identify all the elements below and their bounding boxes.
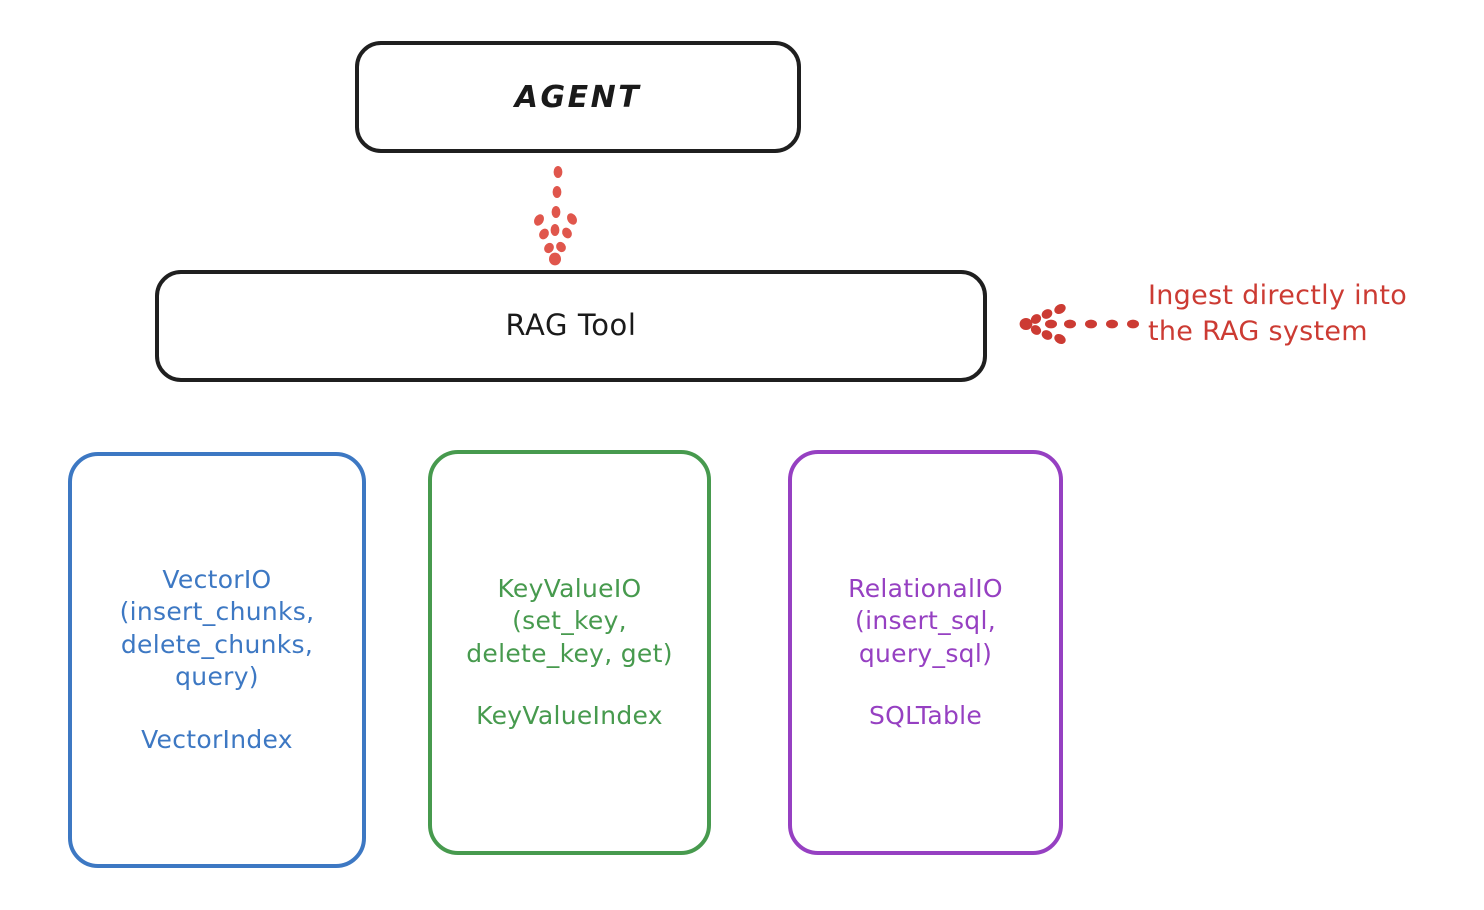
connector-ingest-to-rag-tool [1019, 304, 1139, 344]
key-value-io-api-label: KeyValueIO (set_key, delete_key, get) [466, 573, 673, 668]
key-value-io-node[interactable]: KeyValueIO (set_key, delete_key, get) Ke… [428, 450, 711, 855]
key-value-io-index-label: KeyValueIndex [476, 701, 663, 730]
relational-io-api-label: RelationalIO (insert_sql, query_sql) [848, 573, 1003, 668]
agent-node[interactable]: AGENT [355, 41, 801, 153]
agent-node-label: AGENT [514, 79, 642, 115]
ingest-annotation-text: Ingest directly into the RAG system [1148, 280, 1408, 347]
relational-io-index-label: SQLTable [868, 701, 983, 730]
vector-io-api-label: VectorIO (insert_chunks, delete_chunks, … [119, 564, 315, 692]
vector-io-index-label: VectorIndex [141, 724, 293, 754]
relational-io-node[interactable]: RelationalIO (insert_sql, query_sql) SQL… [788, 450, 1063, 855]
rag-tool-node[interactable]: RAG Tool [155, 270, 987, 382]
rag-tool-node-label: RAG Tool [505, 308, 637, 343]
connector-agent-to-rag-tool [534, 166, 577, 266]
vector-io-node[interactable]: VectorIO (insert_chunks, delete_chunks, … [68, 452, 366, 868]
